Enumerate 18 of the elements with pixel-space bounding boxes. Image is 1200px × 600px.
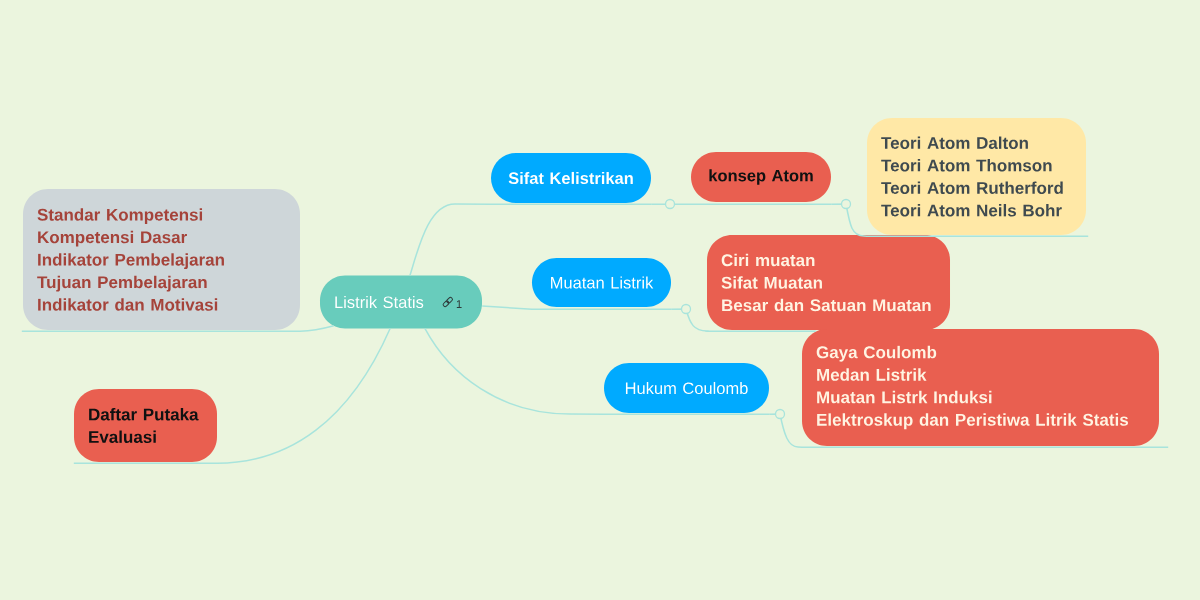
- topic-box: Ciri muatan Sifat Muatan Besar dan Satuan Muatan: [707, 235, 950, 330]
- connector-line: [670, 308, 817, 332]
- connector-line: [409, 203, 652, 277]
- connector-line: [424, 327, 770, 415]
- topic-box: konsep Atom: [691, 152, 831, 202]
- connector-line: [481, 305, 672, 310]
- connector-line: [21, 324, 335, 332]
- connector-line: [650, 203, 832, 205]
- topic-box: Teori Atom Dalton Teori Atom Thomson Teori Atom Rutherford Teori Atom Neils Bohr: [867, 118, 1086, 235]
- connector-line: [768, 413, 1169, 448]
- topic-box: Muatan Listrik: [532, 258, 671, 307]
- connector-line: [830, 203, 1089, 237]
- topic-box: Daftar Putaka Evaluasi: [74, 389, 217, 462]
- topic-box: Sifat Kelistrikan: [491, 153, 651, 203]
- topic-box: Gaya Coulomb Medan Listrik Muatan Listrk Induksi Elektroskup dan Peristiwa Litrik Statis: [802, 329, 1159, 446]
- topic-box: Standar Kompetensi Kompetensi Dasar Indikator Pembelajaran Tujuan Pembelajaran Indikator dan Motivasi: [23, 189, 300, 330]
- connector-line: [73, 327, 391, 464]
- topic-box: Hukum Coulomb: [604, 363, 769, 413]
